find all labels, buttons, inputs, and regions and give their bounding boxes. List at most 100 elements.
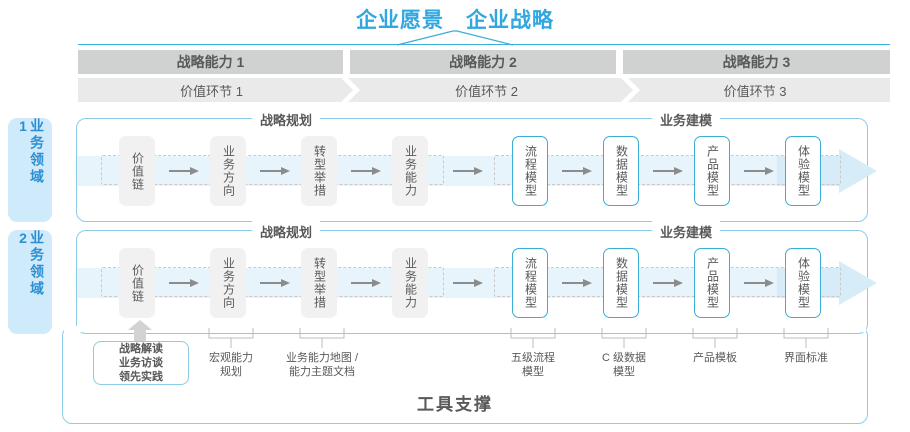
node-transformation-actions-2[interactable]: 转型举措	[301, 248, 337, 318]
callout-up-arrow-icon	[128, 320, 152, 342]
value-link-label-3: 价值环节 3	[723, 83, 787, 99]
arrow-icon	[562, 279, 592, 287]
group-header-label: 战略规划	[260, 112, 313, 128]
node-label: 数据模型	[614, 257, 629, 309]
planning-group-container-2	[101, 267, 444, 297]
node-transformation-actions-1[interactable]: 转型举措	[301, 136, 337, 206]
deliverable-line-1: 五级流程	[511, 352, 555, 364]
capability-cell-1[interactable]: 战略能力 1	[78, 50, 343, 74]
callout-line-1: 战略解读	[119, 342, 163, 355]
callout-line-3: 领先实践	[119, 371, 163, 384]
modeling-group-container-1	[494, 155, 841, 185]
node-experience-model-2[interactable]: 体验模型	[785, 248, 821, 318]
title-vision: 企业愿景	[356, 9, 444, 32]
arrow-icon	[653, 279, 683, 287]
capability-bar: 战略能力 1 战略能力 2 战略能力 3	[78, 50, 890, 74]
title-brace-icon	[396, 30, 514, 46]
node-label: 转型举措	[312, 257, 327, 309]
page-title: 企业愿景企业战略	[0, 4, 910, 34]
arrow-icon	[260, 279, 290, 287]
sidebar-item-domain-2[interactable]: 业务领域 2	[8, 230, 52, 334]
deliverable-line-2: 规划	[220, 366, 242, 379]
deliverable-line-2: 模型	[613, 366, 635, 379]
node-business-direction-1[interactable]: 业务方向	[210, 136, 246, 206]
group-header-label: 业务建模	[660, 112, 713, 128]
value-link-cell-3[interactable]: 价值环节 3	[628, 78, 890, 102]
node-business-capability-2[interactable]: 业务能力	[392, 248, 428, 318]
value-link-cell-1[interactable]: 价值环节 1	[78, 78, 353, 102]
arrow-icon	[744, 279, 774, 287]
callout-inputs[interactable]: 战略解读 业务访谈 领先实践	[93, 341, 189, 385]
node-label: 价值链	[130, 263, 145, 303]
group-header-label: 业务建模	[660, 224, 713, 240]
deliverable-line-1: C 级数据	[602, 352, 646, 364]
node-process-model-1[interactable]: 流程模型	[512, 136, 548, 206]
node-label: 体验模型	[796, 145, 811, 197]
deliverable-label-4: C 级数据 模型	[579, 351, 669, 380]
capability-cell-2[interactable]: 战略能力 2	[350, 50, 616, 74]
arrow-icon	[744, 167, 774, 175]
node-value-chain-1[interactable]: 价值链	[119, 136, 155, 206]
node-process-model-2[interactable]: 流程模型	[512, 248, 548, 318]
group-header-modeling-2: 业务建模	[652, 221, 721, 241]
value-chain-bar: 价值环节 1 价值环节 2 价值环节 3	[78, 78, 890, 102]
arrow-icon	[653, 167, 683, 175]
arrow-icon	[351, 167, 381, 175]
node-data-model-1[interactable]: 数据模型	[603, 136, 639, 206]
tool-support-title: 工具支撑	[417, 395, 493, 414]
node-label: 流程模型	[523, 145, 538, 197]
group-header-label: 战略规划	[260, 224, 313, 240]
node-product-model-1[interactable]: 产品模型	[694, 136, 730, 206]
arrow-icon	[453, 279, 483, 287]
arrow-icon	[169, 279, 199, 287]
node-value-chain-2[interactable]: 价值链	[119, 248, 155, 318]
node-product-model-2[interactable]: 产品模型	[694, 248, 730, 318]
arrow-icon	[351, 279, 381, 287]
node-label: 产品模型	[705, 145, 720, 197]
group-header-planning-1: 战略规划	[252, 109, 321, 129]
deliverable-label-3: 五级流程 模型	[488, 351, 578, 380]
domain-row-2: 价值链 业务方向 转型举措 业务能力 流程模型 数据模型 产品模型 体验模型 战…	[76, 221, 877, 334]
node-label: 转型举措	[312, 145, 327, 197]
node-label: 数据模型	[614, 145, 629, 197]
value-link-label-2: 价值环节 2	[455, 83, 518, 99]
node-label: 价值链	[130, 151, 145, 191]
domain-label-1: 业务领域 1	[15, 118, 45, 186]
deliverable-braces	[208, 328, 829, 348]
deliverable-label-6: 界面标准	[761, 351, 851, 365]
node-label: 流程模型	[523, 257, 538, 309]
callout-line-2: 业务访谈	[119, 356, 163, 369]
arrow-icon	[260, 167, 290, 175]
arrow-icon	[562, 167, 592, 175]
node-label: 业务方向	[221, 145, 236, 197]
deliverable-label-1: 宏观能力 规划	[186, 351, 276, 380]
modeling-group-container-2	[494, 267, 841, 297]
sidebar-item-domain-1[interactable]: 业务领域 1	[8, 118, 52, 222]
value-link-label-1: 价值环节 1	[180, 83, 243, 99]
node-business-direction-2[interactable]: 业务方向	[210, 248, 246, 318]
node-label: 体验模型	[796, 257, 811, 309]
domain-label-2: 业务领域 2	[15, 230, 45, 298]
deliverable-line-1: 宏观能力	[209, 352, 253, 364]
deliverable-line-2: 模型	[522, 366, 544, 379]
capability-cell-3[interactable]: 战略能力 3	[623, 50, 890, 74]
title-strategy: 企业战略	[466, 9, 554, 32]
node-data-model-2[interactable]: 数据模型	[603, 248, 639, 318]
node-experience-model-1[interactable]: 体验模型	[785, 136, 821, 206]
deliverable-line-2: 能力主题文档	[289, 366, 355, 379]
deliverable-line-1: 界面标准	[784, 352, 828, 364]
node-label: 业务能力	[403, 145, 418, 197]
capability-label-3: 战略能力 3	[722, 54, 791, 70]
group-header-modeling-1: 业务建模	[652, 109, 721, 129]
frame-mask	[64, 326, 866, 332]
arrow-icon	[169, 167, 199, 175]
capability-label-1: 战略能力 1	[176, 54, 245, 70]
top-divider	[78, 44, 890, 45]
node-business-capability-1[interactable]: 业务能力	[392, 136, 428, 206]
value-link-cell-2[interactable]: 价值环节 2	[348, 78, 633, 102]
node-label: 产品模型	[705, 257, 720, 309]
deliverable-line-1: 业务能力地图 /	[285, 352, 359, 364]
deliverable-line-1: 产品模板	[693, 352, 737, 364]
group-header-planning-2: 战略规划	[252, 221, 321, 241]
